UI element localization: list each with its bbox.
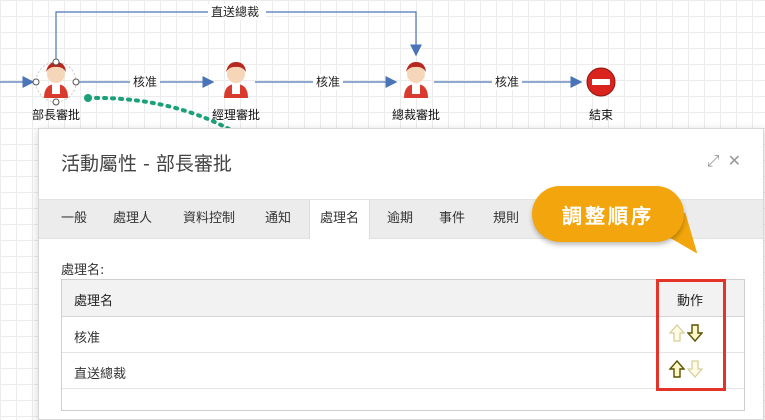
node-label-dept-head[interactable]: 部長審批 xyxy=(31,108,80,122)
edge-label-approve-3: 核准 xyxy=(495,75,519,89)
tab-general[interactable]: 一般 xyxy=(61,211,88,226)
move-up-icon[interactable] xyxy=(669,324,685,342)
dialog-title: 活動屬性 - 部長審批 xyxy=(61,153,232,175)
tab-data-control[interactable]: 資料控制 xyxy=(183,211,236,226)
move-down-icon[interactable] xyxy=(687,324,703,342)
table-row[interactable]: 核准 xyxy=(62,317,744,353)
callout-text: 調整順序 xyxy=(562,204,654,228)
move-up-icon[interactable] xyxy=(669,360,685,378)
tab-action-name[interactable]: 處理名 xyxy=(309,200,371,239)
tab-handler[interactable]: 處理人 xyxy=(113,211,153,226)
field-label: 處理名: xyxy=(61,263,105,278)
row-name: 直送總裁 xyxy=(74,367,127,382)
node-president-icon xyxy=(404,62,428,98)
process-flow-diagram: 核准 核准 核准 直送總裁 xyxy=(0,4,616,130)
pointer-dotted-arrow xyxy=(86,95,235,130)
expand-icon[interactable]: ⤢ xyxy=(706,151,720,170)
edge-label-approve-2: 核准 xyxy=(316,75,340,89)
node-dept-head-icon xyxy=(32,58,80,106)
edge-label-approve-1: 核准 xyxy=(133,75,157,89)
node-manager-icon xyxy=(224,62,248,98)
activity-properties-dialog: 活動屬性 - 部長審批 ⤢ ✕ 一般 處理人 資料控制 通知 處理名 逾期 事件… xyxy=(38,128,764,420)
node-label-manager[interactable]: 經理審批 xyxy=(211,108,260,122)
action-name-table: 處理名 動作 核准 直送總裁 xyxy=(61,279,745,411)
edge-label-direct: 直送總裁 xyxy=(211,4,259,19)
tab-overdue[interactable]: 逾期 xyxy=(387,211,414,226)
row-name: 核准 xyxy=(74,331,101,346)
highlight-box xyxy=(656,279,726,391)
tab-rules[interactable]: 規則 xyxy=(493,211,520,226)
node-label-end[interactable]: 結束 xyxy=(588,108,613,122)
column-header-action: 動作 xyxy=(676,294,703,309)
node-end-icon xyxy=(586,67,616,97)
close-icon[interactable]: ✕ xyxy=(727,151,741,170)
table-header: 處理名 動作 xyxy=(62,280,744,317)
callout-bubble: 調整順序 xyxy=(532,186,684,242)
column-header-name: 處理名 xyxy=(74,294,114,309)
tab-event[interactable]: 事件 xyxy=(439,211,466,226)
tab-notification[interactable]: 通知 xyxy=(265,211,292,226)
move-down-icon[interactable] xyxy=(687,360,703,378)
table-row[interactable]: 直送總裁 xyxy=(62,353,744,389)
node-label-president[interactable]: 總裁審批 xyxy=(391,108,440,122)
